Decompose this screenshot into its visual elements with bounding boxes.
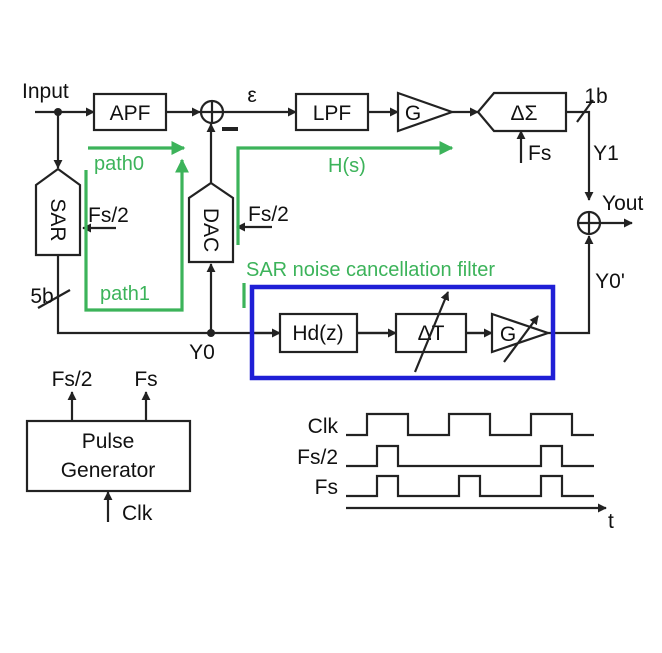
dac-label: DAC bbox=[199, 208, 222, 252]
time-axis-label: t bbox=[608, 510, 614, 533]
clk-waveform bbox=[346, 412, 594, 437]
gain2-label: G bbox=[500, 323, 516, 346]
pulse-generator-label-1: Pulse bbox=[82, 430, 135, 453]
gain-label: G bbox=[405, 102, 421, 125]
output-summer bbox=[576, 210, 602, 236]
apf-block: APF bbox=[92, 92, 168, 132]
lpf-label: LPF bbox=[313, 102, 352, 125]
fs-waveform bbox=[346, 474, 594, 498]
delta-sigma-block: ΔΣ bbox=[476, 91, 568, 133]
path0-arrow: path0 bbox=[88, 141, 186, 175]
fs-half-waveform bbox=[346, 444, 594, 468]
pulse-generator-label-2: Generator bbox=[61, 459, 156, 482]
pulse-generator-block: Pulse Generator bbox=[25, 419, 192, 493]
path0-label: path0 bbox=[94, 153, 144, 175]
path1-label: path1 bbox=[100, 283, 150, 305]
timing-diagram: Clk Fs/2 Fs t bbox=[297, 412, 614, 533]
fs-half-label-dac: Fs/2 bbox=[248, 203, 289, 226]
filter-title: SAR noise cancellation filter bbox=[246, 259, 495, 281]
filter-box bbox=[249, 284, 556, 381]
signal-wires bbox=[35, 99, 633, 338]
lpf-block: LPF bbox=[294, 92, 370, 132]
apf-label: APF bbox=[110, 102, 151, 125]
epsilon-label: ε bbox=[247, 84, 256, 107]
sar-label: SAR bbox=[46, 198, 69, 241]
input-label: Input bbox=[22, 80, 69, 103]
gain2-block: G bbox=[490, 312, 552, 363]
y1-label: Y1 bbox=[593, 142, 619, 165]
y0-label: Y0 bbox=[189, 341, 215, 364]
pg-fs-half-label: Fs/2 bbox=[52, 368, 93, 391]
fs-label-deltasigma: Fs bbox=[528, 142, 551, 165]
fs-half-label-sar: Fs/2 bbox=[88, 204, 129, 227]
pg-clk-label: Clk bbox=[122, 502, 153, 525]
delay-block: ΔT bbox=[394, 291, 468, 373]
pg-fs-label: Fs bbox=[134, 368, 157, 391]
sar-block: SAR bbox=[34, 167, 82, 257]
dac-block: DAC bbox=[187, 181, 235, 264]
gain-block: G bbox=[396, 91, 456, 133]
timing-fs-half-label: Fs/2 bbox=[297, 446, 338, 469]
yout-label: Yout bbox=[602, 192, 643, 215]
input-summer bbox=[199, 99, 238, 131]
timing-fs-label: Fs bbox=[315, 476, 338, 499]
hd-block: Hd(z) bbox=[278, 312, 359, 354]
hd-label: Hd(z) bbox=[292, 322, 343, 345]
path1-arrow: path1 bbox=[84, 158, 189, 312]
one-bit-label: 1b bbox=[584, 85, 607, 108]
timing-clk-label: Clk bbox=[308, 415, 339, 438]
y0-prime-label: Y0' bbox=[595, 270, 625, 293]
delta-sigma-label: ΔΣ bbox=[510, 102, 537, 125]
hs-path-arrow: H(s) bbox=[236, 141, 454, 245]
hs-label: H(s) bbox=[328, 155, 366, 177]
five-bit-label: 5b bbox=[30, 285, 53, 308]
